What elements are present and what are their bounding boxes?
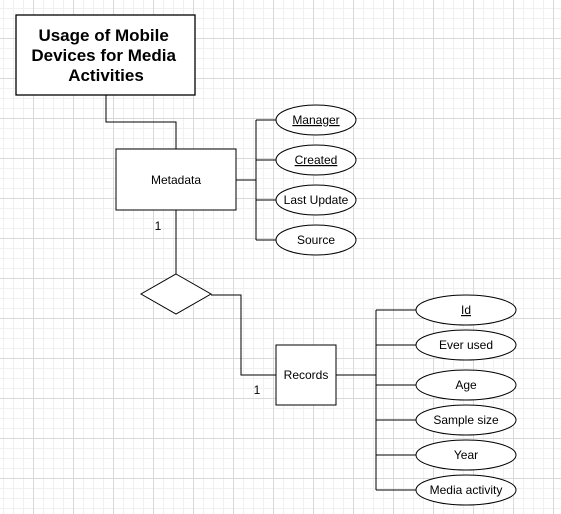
metadata-attribute-last-update[interactable]: Last Update	[275, 184, 357, 216]
title-box[interactable]: Usage of Mobile Devices for Media Activi…	[15, 14, 196, 96]
records-attribute-year[interactable]: Year	[415, 439, 517, 471]
attribute-label-id: Id	[461, 303, 471, 317]
attribute-ellipse	[415, 329, 517, 361]
records-attribute-media-activity[interactable]: Media activity	[415, 474, 517, 506]
records-entity-label: Records	[284, 368, 329, 382]
attribute-ellipse	[275, 104, 357, 136]
metadata-attributes-bracket	[236, 119, 276, 241]
records-entity-box	[275, 344, 337, 406]
title-line-2: Devices for Media	[31, 46, 176, 65]
title-line-3: Activities	[68, 66, 144, 85]
records-entity[interactable]: Records	[275, 344, 337, 406]
records-attribute-id[interactable]: Id	[415, 294, 517, 326]
attribute-label-source: Source	[297, 233, 335, 247]
records-attribute-age[interactable]: Age	[415, 369, 517, 401]
attribute-label-year: Year	[454, 448, 478, 462]
metadata-entity-label: Metadata	[151, 173, 201, 187]
metadata-attribute-source[interactable]: Source	[275, 224, 357, 256]
metadata-attribute-manager[interactable]: Manager	[275, 104, 357, 136]
attribute-ellipse	[415, 439, 517, 471]
attribute-ellipse	[415, 474, 517, 506]
attribute-ellipse	[275, 184, 357, 216]
metadata-entity-box	[115, 148, 237, 211]
records-attribute-ever-used[interactable]: Ever used	[415, 329, 517, 361]
attribute-label-last-update: Last Update	[284, 193, 349, 207]
metadata-entity[interactable]: Metadata	[115, 148, 237, 211]
records-attribute-sample-size[interactable]: Sample size	[415, 404, 517, 436]
attribute-ellipse	[415, 369, 517, 401]
metadata-attribute-created[interactable]: Created	[275, 144, 357, 176]
attribute-ellipse	[275, 224, 357, 256]
attribute-ellipse	[415, 404, 517, 436]
title-line-1: Usage of Mobile	[38, 26, 168, 45]
attribute-label-media-activity: Media activity	[430, 483, 503, 497]
metadata-cardinality: 1	[155, 219, 162, 233]
connectors	[105, 95, 416, 491]
attribute-label-created: Created	[295, 153, 338, 167]
title-box-frame	[15, 14, 196, 96]
attribute-label-sample-size: Sample size	[433, 413, 499, 427]
attribute-ellipse	[415, 294, 517, 326]
attribute-label-manager: Manager	[292, 113, 339, 127]
records-cardinality: 1	[254, 383, 261, 397]
attribute-ellipse	[275, 144, 357, 176]
title-to-metadata-connector	[105, 95, 177, 149]
records-attributes-bracket	[336, 309, 416, 491]
title-text: Usage of Mobile Devices for Media Activi…	[31, 26, 180, 85]
relationship-to-records-connector	[211, 294, 276, 376]
attribute-label-ever-used: Ever used	[439, 338, 493, 352]
relationship-diamond[interactable]	[139, 273, 213, 315]
attribute-label-age: Age	[455, 378, 477, 392]
